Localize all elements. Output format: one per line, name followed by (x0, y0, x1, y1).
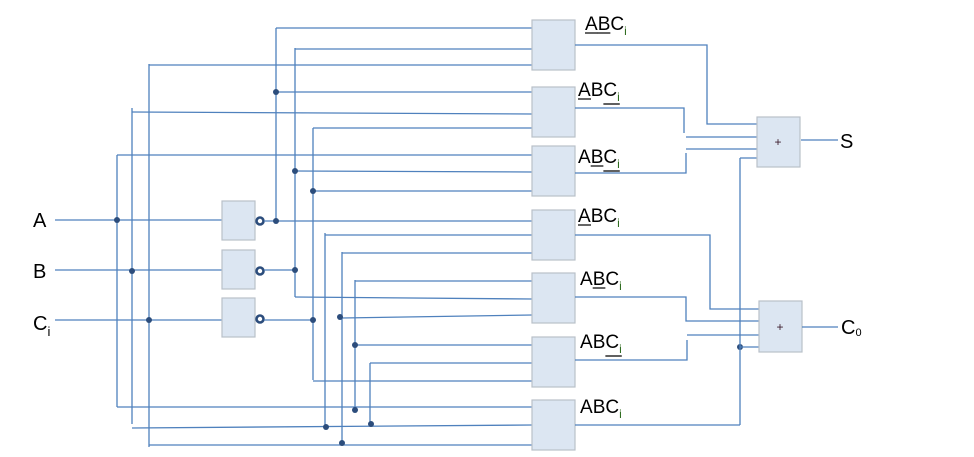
not-bubble-ci (255, 314, 265, 324)
not-gate-a (221, 200, 256, 241)
wire-g5-to-co (575, 296, 759, 322)
or-input-wires (575, 44, 759, 426)
junction-dot (129, 268, 135, 274)
junction-dots (114, 89, 743, 446)
junction-dot (310, 188, 316, 194)
wire-g2-to-s (575, 107, 685, 133)
and-term-label-6: ABCi (580, 332, 622, 356)
output-label-co: C0 (841, 317, 862, 339)
input-label-a: A (33, 210, 47, 232)
term-letter: B (591, 206, 604, 227)
and-gate-1 (531, 19, 576, 71)
or-gate-co (758, 300, 803, 353)
junction-dot (352, 342, 358, 348)
term-letter: B (591, 80, 604, 101)
or-gate-s-symbol: + (774, 135, 781, 149)
junction-dot (310, 317, 316, 323)
junction-dot (146, 317, 152, 323)
or-gate-co-symbol: + (776, 320, 783, 334)
not-bubble-b (255, 266, 265, 276)
term-letter: B (593, 397, 606, 418)
and-gate-2 (531, 86, 576, 138)
input-wires (55, 219, 222, 321)
and-term-label-1: ABCi (585, 14, 627, 38)
junction-dot (273, 89, 279, 95)
term-subscript: i (619, 407, 622, 421)
term-letter: C (603, 206, 617, 227)
term-subscript: i (619, 342, 622, 356)
term-letter: A (578, 206, 591, 227)
or-gate-s (756, 116, 801, 168)
junction-dot (292, 168, 298, 174)
and-gate-7 (531, 399, 576, 451)
junction-dot (114, 217, 120, 223)
term-letter: C (603, 147, 617, 168)
input-label-ci: Ci (33, 313, 50, 339)
junction-dot (337, 314, 343, 320)
term-letter: C (605, 269, 619, 290)
junction-dot (292, 267, 298, 273)
term-subscript: i (619, 279, 622, 293)
not-gate-b (221, 249, 256, 290)
junction-dot (368, 421, 374, 427)
term-letter: C (610, 14, 624, 35)
junction-dot (323, 424, 329, 430)
term-letter: A (580, 332, 593, 353)
term-letter: C (605, 397, 619, 418)
and-gate-5 (531, 272, 576, 324)
input-label-b: B (33, 261, 46, 283)
and-term-label-2: ABCi (578, 80, 620, 104)
and-term-label-7: ABCi (580, 397, 622, 421)
wire-g3-to-s (575, 153, 687, 174)
term-letter: A (578, 147, 591, 168)
term-letter: B (593, 332, 606, 353)
term-letter: A (580, 397, 593, 418)
and-term-label-5: ABCi (580, 269, 622, 293)
term-subscript: i (617, 216, 620, 230)
term-subscript: i (617, 157, 620, 171)
and-gate-3 (531, 145, 576, 197)
term-letter: A (580, 269, 593, 290)
term-letter: A (578, 80, 591, 101)
input-labels: A B Ci (33, 210, 50, 339)
complement-wires (264, 27, 533, 382)
junction-dot (339, 440, 345, 446)
not-gates (221, 200, 265, 338)
and-gate-6 (531, 336, 576, 388)
or-gates: + S + C0 (756, 116, 862, 353)
term-letter: C (603, 80, 617, 101)
wire-g1-to-s (575, 44, 757, 125)
term-letter: B (598, 14, 611, 35)
junction-dot (273, 218, 279, 224)
and-term-label-4: ABCi (578, 206, 620, 230)
wire-g6-to-co (575, 340, 688, 361)
output-label-s: S (840, 131, 853, 153)
not-bubble-a (255, 216, 265, 226)
junction-dot (352, 407, 358, 413)
wire-g4-to-co (575, 234, 759, 310)
and-gate-4 (531, 209, 576, 261)
wire-b-not-to-g5 (294, 296, 533, 300)
wire-b-to-g2 (131, 111, 533, 115)
wire-b-not-to-g3 (294, 170, 533, 173)
term-subscript: i (624, 24, 627, 38)
term-letter: B (593, 269, 606, 290)
term-letter: C (605, 332, 619, 353)
term-letter: B (591, 147, 604, 168)
wire-ci-to-g5 (341, 314, 533, 319)
and-term-label-3: ABCi (578, 147, 620, 171)
term-subscript: i (617, 90, 620, 104)
not-gate-ci (221, 297, 256, 338)
term-letter: A (585, 14, 598, 35)
wire-b-to-g7 (131, 424, 533, 429)
